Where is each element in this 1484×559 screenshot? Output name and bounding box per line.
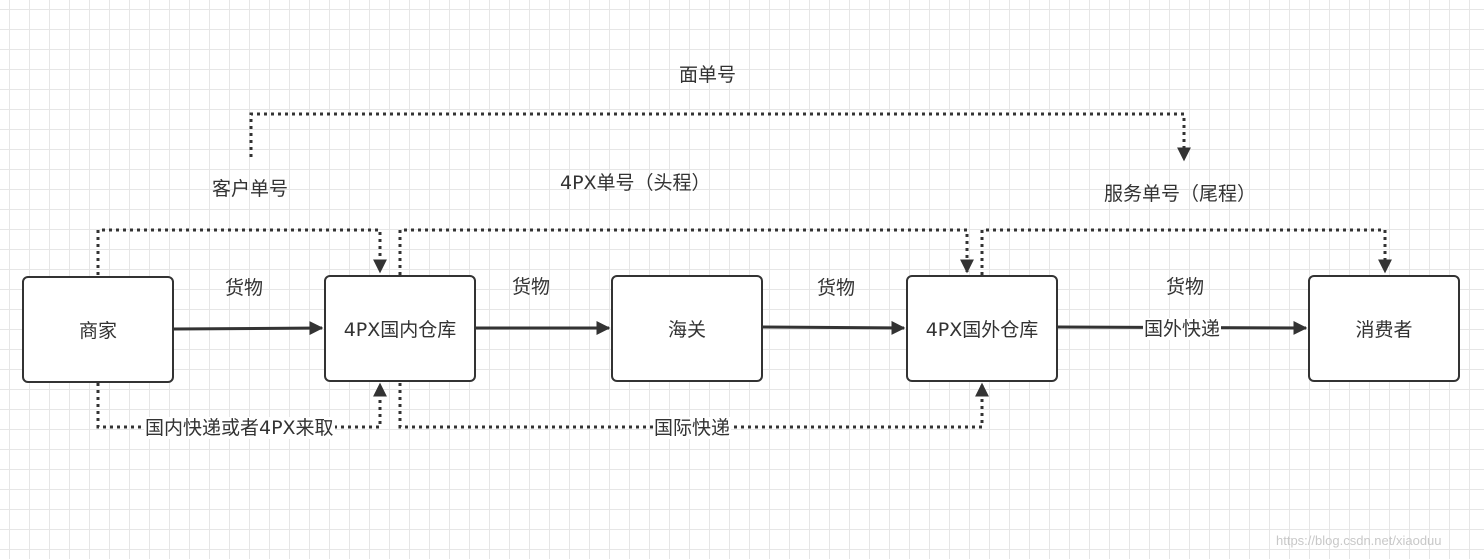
node-overseas-warehouse: 4PX国外仓库 bbox=[906, 275, 1058, 382]
label-service-number: 服务单号（尾程） bbox=[1104, 183, 1257, 205]
node-merchant: 商家 bbox=[22, 276, 174, 383]
node-consumer: 消费者 bbox=[1308, 275, 1460, 382]
edge-waybill-number bbox=[249, 112, 1191, 162]
label-customer-number: 客户单号 bbox=[212, 178, 289, 200]
node-customs: 海关 bbox=[611, 275, 763, 382]
edge-service-number bbox=[980, 228, 1392, 275]
label-goods-3: 货物 bbox=[817, 277, 856, 299]
label-international-express: 国际快递 bbox=[653, 417, 732, 439]
edge-fourpx-number bbox=[398, 228, 974, 275]
node-domestic-warehouse: 4PX国内仓库 bbox=[324, 275, 476, 382]
label-goods-4: 货物 bbox=[1166, 276, 1205, 298]
label-overseas-express: 国外快递 bbox=[1143, 318, 1222, 340]
label-waybill-number: 面单号 bbox=[679, 64, 737, 86]
label-goods-2: 货物 bbox=[512, 276, 551, 298]
edge-international-express bbox=[398, 382, 989, 429]
label-goods-1: 货物 bbox=[225, 277, 264, 299]
edge-customs-to-overseas bbox=[762, 320, 906, 335]
edge-merchant-to-domestic bbox=[173, 321, 324, 336]
edge-customer-number bbox=[96, 228, 387, 275]
label-fourpx-number: 4PX单号（头程） bbox=[560, 172, 711, 194]
watermark-text: https://blog.csdn.net/xiaoduu bbox=[1276, 533, 1442, 548]
label-domestic-pickup: 国内快递或者4PX来取 bbox=[144, 417, 335, 439]
